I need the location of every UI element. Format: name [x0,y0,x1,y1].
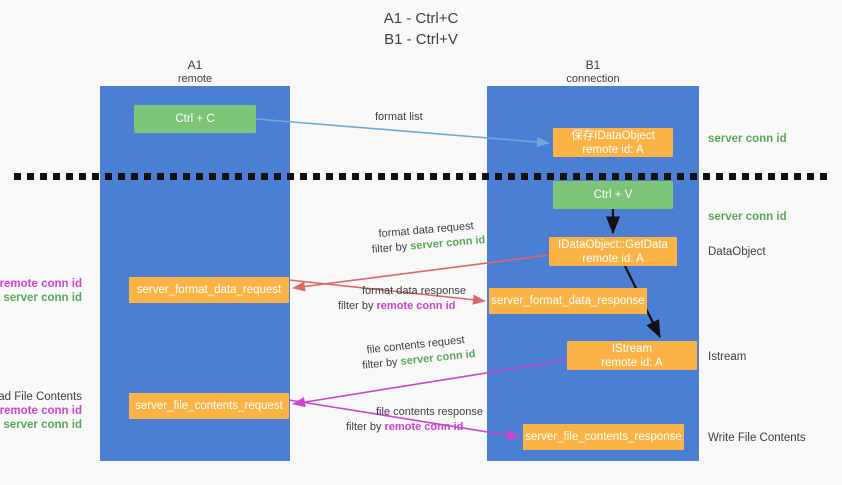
node-getdata[interactable]: IDataObject::GetData remote id: A [549,237,677,266]
page-title-line-1: A1 - Ctrl+C [383,10,459,27]
note-istream: Istream [708,351,747,363]
node-getdata-line2: remote id: A [582,252,644,265]
column-header-a1-name: A1 [187,58,203,72]
edge-label-format-list: format list [375,110,423,125]
edge-label-file-contents-response: file contents response filter by remote … [346,405,483,435]
node-ctrl-v-label: Ctrl + V [593,189,633,201]
dashed-divider [14,173,830,180]
node-istream-line1: IStream [611,342,653,355]
edge-label-format-data-response-title: format data response [362,285,466,297]
node-server-file-contents-request[interactable]: server_file_contents_request [129,393,289,419]
note-server-conn-id-top: server conn id [708,133,787,145]
edge-label-format-data-response-filter: filter by remote conn id [338,299,466,314]
node-save-dataobject-line1: 保存IDataObject [571,129,655,142]
edge-label-file-contents-response-title: file contents response [376,406,484,418]
note-dataobject: DataObject [708,246,766,258]
column-header-b1-name: B1 [585,58,601,72]
edge-label-file-contents-response-filter: filter by remote conn id [346,420,483,435]
left-note-file-conn-ids: Read File Contents remote conn id server… [0,390,82,432]
node-getdata-line1: IDataObject::GetData [558,238,668,251]
node-server-format-data-response[interactable]: server_format_data_response [489,288,647,314]
edge-label-format-data-response: format data response filter by remote co… [338,284,466,314]
edge-label-file-contents-response-filter-prefix: filter by [346,421,385,433]
node-istream-line2: remote id: A [601,356,663,369]
node-ctrl-v[interactable]: Ctrl + V [553,181,673,209]
page-title: A1 - Ctrl+C B1 - Ctrl+V [0,8,842,50]
node-server-format-data-response-label: server_format_data_response [491,295,645,307]
node-ctrl-c[interactable]: Ctrl + C [134,105,256,133]
edge-label-format-data-request-filter-prefix: filter by [371,240,411,256]
note-write-file-contents: Write File Contents [708,432,806,444]
node-server-file-contents-request-label: server_file_contents_request [135,400,283,412]
node-save-dataobject-line2: remote id: A [582,143,644,156]
left-note-format-remote: remote conn id [0,278,82,290]
left-note-format-conn-ids: remote conn id server conn id [0,277,82,305]
left-note-read-file-contents: Read File Contents [0,391,82,403]
edge-label-format-data-request: format data request filter by server con… [370,218,486,258]
edge-label-file-contents-request-filter-prefix: filter by [361,355,402,372]
node-istream[interactable]: IStream remote id: A [567,341,697,370]
node-save-dataobject[interactable]: 保存IDataObject remote id: A [553,128,673,157]
left-note-file-remote: remote conn id [0,405,82,417]
left-note-file-server: server conn id [3,419,82,431]
node-server-file-contents-response-label: server_file_contents_response [525,431,682,443]
note-server-conn-id-middle: server conn id [708,211,787,223]
column-header-a1-role: remote [177,73,213,85]
edge-label-format-data-response-filter-prefix: filter by [338,300,377,312]
left-note-format-server: server conn id [3,292,82,304]
node-server-file-contents-response[interactable]: server_file_contents_response [523,424,684,450]
column-header-a1: A1 remote [100,58,290,86]
node-ctrl-c-label: Ctrl + C [175,113,215,125]
column-header-b1: B1 connection [487,58,699,86]
edge-label-format-list-text: format list [375,111,423,123]
edge-label-file-contents-request: file contents request filter by server c… [360,332,476,374]
page-title-line-2: B1 - Ctrl+V [384,31,458,48]
node-server-format-data-request-label: server_format_data_request [136,284,282,296]
node-server-format-data-request[interactable]: server_format_data_request [129,277,289,303]
edge-label-file-contents-response-filter-value: remote conn id [384,421,464,433]
edge-label-format-data-response-filter-value: remote conn id [376,300,456,312]
column-header-b1-role: connection [566,73,620,85]
